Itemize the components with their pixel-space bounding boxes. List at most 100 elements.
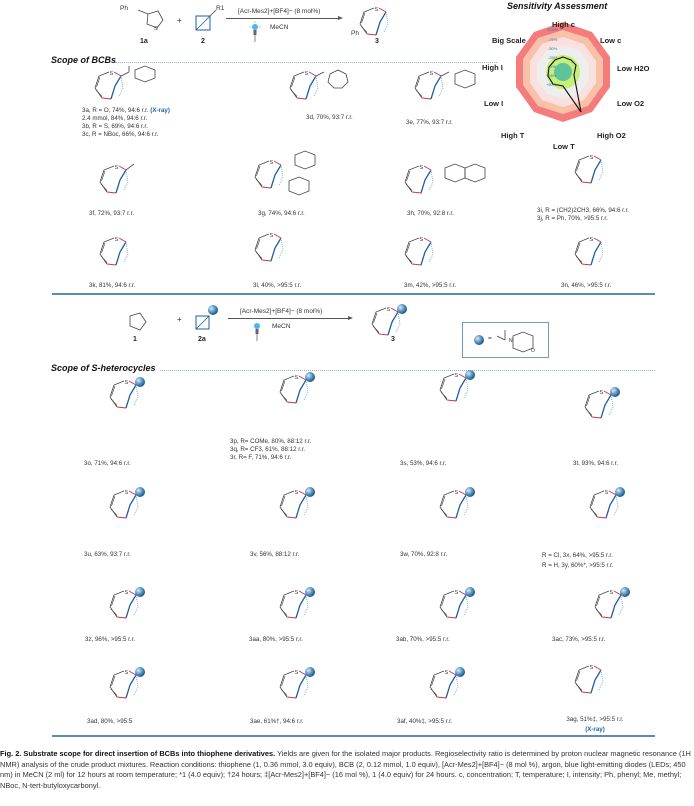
caption-3v: 3v, 56%, 88:12 r.r.	[250, 551, 300, 558]
caption-3ad: 3ad, 80%, >95:5	[87, 718, 133, 725]
caption-line: 3c, R = NBoc, 66%, 94:6 r.r.	[82, 131, 159, 138]
caption-3d: 3d, 70%, 93:7 r.r.	[306, 114, 353, 121]
structure-3ad	[109, 667, 145, 699]
structure-3e	[414, 69, 476, 100]
caption-line: 2.4 mmol, 84%, 94:6 r.r.	[82, 115, 148, 122]
reactant2-label: 2	[201, 38, 205, 45]
structure-3m	[404, 236, 434, 266]
axis-high-t: High T	[501, 131, 525, 140]
reactant-1-label: 1	[133, 336, 137, 343]
xray-link-3a[interactable]: (X-ray)	[150, 107, 170, 114]
ring-label: -50%	[548, 46, 558, 51]
plus-sign: +	[177, 315, 182, 324]
section-divider-dotted	[160, 370, 655, 371]
catalyst-label: [Acr-Mes2]+[BF4]− (8 mol%)	[240, 308, 323, 315]
structure-3ag	[574, 664, 604, 694]
axis-low-o2: Low O2	[617, 99, 645, 108]
structure-3n	[574, 236, 604, 266]
caption-3o: 3o, 71%, 94:6 r.r.	[84, 460, 131, 467]
section-divider-dotted	[115, 62, 497, 63]
structure-3k	[99, 236, 129, 266]
axis-high-c: High c	[552, 20, 575, 29]
caption-3f: 3f, 72%, 93:7 r.r.	[89, 210, 135, 217]
structure-3aa	[279, 587, 315, 619]
bcb-2-structure	[195, 9, 217, 31]
caption-3ab: 3ab, 70%, >95:5 r.r.	[396, 636, 450, 643]
ring-label: -75%	[548, 37, 558, 42]
product-label: 3	[391, 336, 395, 343]
caption-3s: 3s, 53%, 94:6 r.r.	[400, 460, 447, 467]
axis-high-i: High I	[482, 63, 503, 72]
structure-3d	[289, 69, 349, 100]
structure-3g	[254, 150, 316, 196]
structure-3u	[109, 487, 145, 519]
caption-line: 3p, R= COMe, 80%, 88:12 r.r.	[230, 438, 312, 445]
caption-3z: 3z, 96%, >95:5 r.r.	[85, 636, 136, 643]
structure-3s	[439, 370, 475, 402]
svg-text:S: S	[154, 26, 158, 32]
structure-3ae	[279, 667, 315, 699]
caption-line: 3i, R = (CH2)2CH3, 66%, 94:6 r.r.	[537, 207, 629, 214]
second-reaction-scheme: 1 + 2a [Acr-Mes2]+[BF4]− (8 mol%) MeCN 3	[100, 300, 560, 345]
structure-3v	[279, 487, 315, 519]
structure-3t	[584, 387, 620, 419]
caption-3x: R = Cl, 3x, 64%, >95:5 r.r. R = H, 3y, 6…	[542, 552, 613, 570]
blue-sphere-icon	[474, 335, 484, 345]
blue-led-icon	[249, 21, 261, 42]
ring-label: +50%	[546, 82, 557, 87]
caption-3g: 3g, 74%, 94:6 r.r.	[258, 210, 305, 217]
thiophene-1-structure	[129, 312, 147, 331]
structure-3f	[99, 163, 135, 194]
reactant2-substituent: R1	[216, 5, 225, 12]
structure-3h	[404, 163, 486, 194]
caption-3n: 3n, 46%, >95:5 r.r.	[561, 282, 612, 289]
caption-3t: 3t, 93%, 94:6 r.r.	[573, 460, 619, 467]
caption-line: 3q, R= CF3, 61%, 88:12 r.r.	[230, 446, 306, 453]
caption-line: 3a, R = O, 74%, 94:6 r.r.	[82, 107, 149, 114]
structure-3ac	[594, 587, 630, 619]
reactant1-label: 1a	[140, 38, 148, 45]
structure-3ab	[439, 587, 475, 619]
figure-label: Fig. 2. Substrate scope for direct inser…	[0, 749, 276, 758]
caption-3k: 3k, 81%, 94:6 r.r.	[89, 282, 136, 289]
product-3-structure	[371, 304, 407, 336]
top-reaction-scheme: S Ph 1a + R1 2 [Acr-Mes2]+[BF4]− (8 mol%…	[110, 2, 400, 50]
substituent-legend-box: = N O	[462, 322, 549, 358]
caption-line: R = Cl, 3x, 64%, >95:5 r.r.	[542, 552, 613, 559]
sensitivity-assessment: Sensitivity Assessment High c Low c Low …	[480, 0, 694, 151]
caption-3m: 3m, 42%, >95:5 r.r.	[404, 282, 457, 289]
caption-line: 3ag, 51%‡, >95:5 r.r.	[566, 716, 624, 723]
caption-line: 3b, R = S, 69%, 94:6 r.r.	[82, 123, 148, 130]
morpholine-amide-structure: N O	[496, 330, 535, 354]
figure-caption: Fig. 2. Substrate scope for direct inser…	[0, 749, 694, 791]
caption-3a: 3a, R = O, 74%, 94:6 r.r. (X-ray) 2.4 mm…	[82, 107, 170, 139]
caption-3i: 3i, R = (CH2)2CH3, 66%, 94:6 r.r. 3j, R …	[537, 207, 629, 223]
catalyst-label: [Acr-Mes2]+[BF4]− (8 mol%)	[238, 8, 321, 15]
reactant-2a-label: 2a	[198, 336, 206, 343]
caption-3aa: 3aa, 80%, >95:5 r.r.	[249, 636, 303, 643]
svg-text:O: O	[531, 348, 535, 354]
ring-label: +25%	[546, 73, 557, 78]
axis-low-h2o: Low H2O	[617, 64, 650, 73]
legend-equals: =	[488, 335, 492, 342]
caption-line: R = H, 3y, 60%*, >95:5 r.r.	[542, 562, 614, 569]
structure-3a	[94, 65, 156, 100]
axis-low-c: Low c	[600, 36, 622, 45]
caption-3e: 3e, 77%, 93:7 r.r.	[406, 119, 453, 126]
section-divider-solid	[52, 293, 655, 295]
caption-3w: 3w, 70%, 92:8 r.r.	[400, 551, 448, 558]
section-title-s-heterocycles: Scope of S-heterocycles	[51, 363, 156, 373]
figure-caption-body: Yields are given for the isolated major …	[0, 749, 691, 790]
structure-3af	[429, 667, 465, 699]
bcb-2a-structure	[195, 305, 218, 330]
ring-label: 0%	[550, 64, 556, 69]
axis-low-i: Low I	[484, 99, 504, 108]
structure-3l	[254, 232, 284, 262]
caption-3af: 3af, 40%‡, >95:5 r.r.	[397, 718, 453, 725]
axis-high-o2: High O2	[597, 131, 626, 140]
xray-link-3ag[interactable]: (X-ray)	[585, 726, 605, 733]
thiophene-1a-structure: S	[137, 9, 164, 32]
reactant1-substituent: Ph	[120, 5, 128, 12]
caption-3l: 3l, 40%, >95:5 r.r.	[253, 282, 302, 289]
caption-3h: 3h, 70%, 92:8 r.r.	[407, 210, 454, 217]
